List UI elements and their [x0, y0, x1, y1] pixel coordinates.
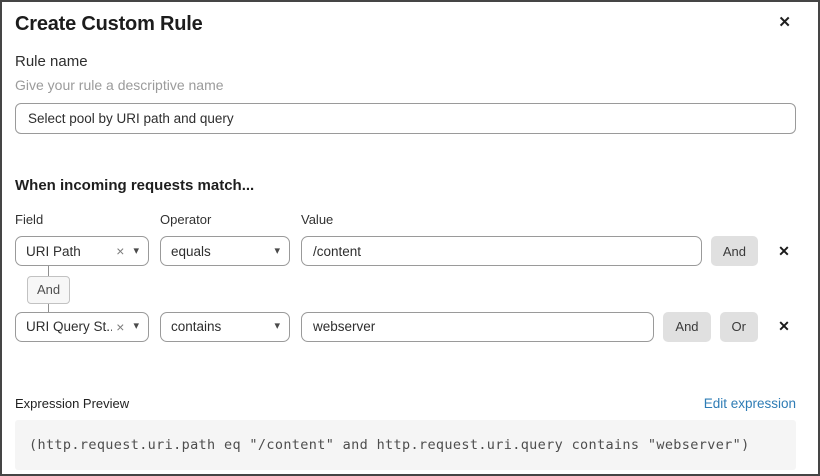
close-icon[interactable]: ✕: [778, 14, 791, 31]
clear-field-icon[interactable]: ×: [116, 243, 125, 259]
field-dropdown-value: URI Query St...: [26, 319, 113, 335]
connector-line: [48, 303, 49, 312]
rule-name-label: Rule name: [15, 53, 88, 70]
match-row-1: URI Path × ▾ equals ▾ And ✕: [15, 236, 796, 266]
chevron-down-icon: ▾: [133, 244, 139, 257]
operator-dropdown[interactable]: equals ▾: [160, 236, 290, 266]
operator-dropdown[interactable]: contains ▾: [160, 311, 290, 342]
rule-name-section: Rule name Give your rule a descriptive n…: [15, 53, 796, 134]
value-input[interactable]: [301, 311, 655, 342]
chevron-down-icon: ▾: [274, 320, 280, 333]
operator-column-label: Operator: [160, 212, 212, 227]
or-button[interactable]: Or: [719, 311, 758, 342]
rule-name-input[interactable]: [15, 103, 796, 134]
matcher-section: When incoming requests match... Field Op…: [15, 177, 796, 342]
field-dropdown[interactable]: URI Query St... × ▾: [15, 311, 149, 342]
modal-header: Create Custom Rule ✕: [15, 12, 796, 36]
chevron-down-icon: ▾: [274, 244, 280, 257]
matcher-heading: When incoming requests match...: [15, 177, 255, 194]
delete-row-icon[interactable]: ✕: [778, 242, 790, 259]
and-button[interactable]: And: [663, 311, 711, 342]
expression-preview-label: Expression Preview: [15, 395, 130, 411]
and-button[interactable]: And: [710, 236, 758, 266]
rule-name-help-text: Give your rule a descriptive name: [15, 77, 224, 93]
expression-preview-section: Expression Preview Edit expression (http…: [15, 396, 796, 470]
edit-expression-link[interactable]: Edit expression: [703, 395, 796, 411]
condition-connector: And: [26, 266, 71, 312]
value-column-label: Value: [301, 212, 334, 227]
chevron-down-icon: ▾: [133, 320, 139, 333]
delete-row-icon[interactable]: ✕: [778, 318, 790, 335]
modal-title: Create Custom Rule: [15, 13, 203, 35]
field-dropdown-value: URI Path: [26, 243, 81, 259]
operator-dropdown-value: equals: [171, 243, 211, 259]
match-row-2: URI Query St... × ▾ contains ▾ And Or ✕: [15, 311, 796, 342]
connector-line: [48, 266, 49, 276]
operator-dropdown-value: contains: [171, 319, 222, 335]
value-input[interactable]: [301, 236, 702, 266]
clear-field-icon[interactable]: ×: [116, 318, 125, 335]
and-connector-badge: And: [26, 276, 71, 304]
expression-code: (http.request.uri.path eq "/content" and…: [15, 419, 796, 470]
matcher-column-labels: Field Operator Value: [15, 212, 796, 227]
field-column-label: Field: [15, 212, 44, 227]
field-dropdown[interactable]: URI Path × ▾: [15, 236, 149, 266]
